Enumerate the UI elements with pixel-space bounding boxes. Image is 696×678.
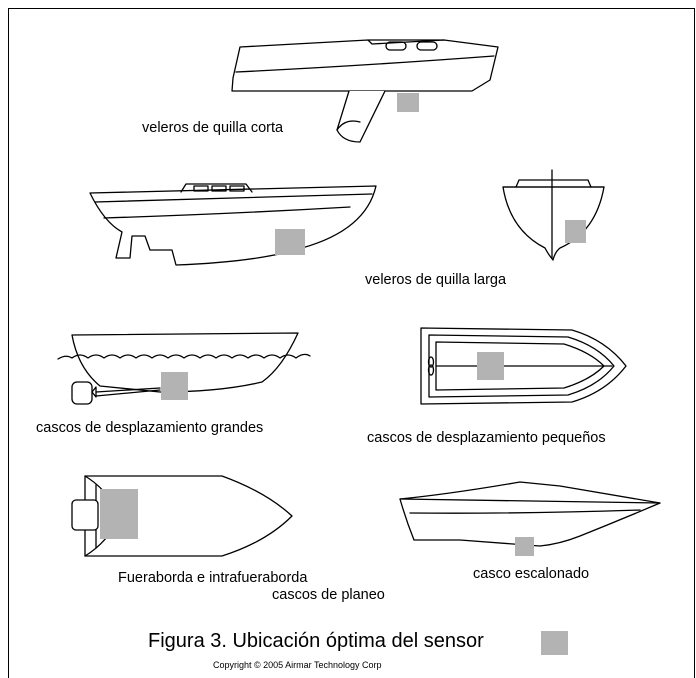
short-keel-sailboat xyxy=(231,39,499,143)
label-planing: cascos de planeo xyxy=(272,587,385,603)
label-short-keel: veleros de quilla corta xyxy=(142,120,284,136)
label-outboard: Fueraborda e intrafueraborda xyxy=(118,570,308,586)
sensor-marker xyxy=(565,220,586,243)
sensor-marker xyxy=(397,93,419,112)
sensor-marker xyxy=(100,489,138,539)
figure-frame xyxy=(8,8,695,678)
long-keel-sailboat xyxy=(89,183,377,266)
figure-caption: Figura 3. Ubicación óptima del sensor xyxy=(148,630,484,652)
sensor-marker xyxy=(515,537,534,556)
label-large-displacement: cascos de desplazamiento grandes xyxy=(36,420,264,436)
sensor-marker xyxy=(477,352,504,380)
small-displacement-hull xyxy=(420,327,627,405)
sensor-legend-swatch xyxy=(541,631,568,655)
sensor-marker xyxy=(161,372,188,400)
label-small-displacement: cascos de desplazamiento pequeños xyxy=(367,430,606,446)
stepped-hull xyxy=(399,481,661,556)
large-displacement-hull xyxy=(57,332,311,405)
copyright: Copyright © 2005 Airmar Technology Corp xyxy=(213,660,382,670)
long-keel-sailboat-front xyxy=(502,169,605,261)
planing-hull-outboard xyxy=(71,475,293,557)
label-long-keel: veleros de quilla larga xyxy=(365,272,507,288)
sensor-marker xyxy=(275,229,305,255)
label-stepped-hull: casco escalonado xyxy=(473,566,590,582)
